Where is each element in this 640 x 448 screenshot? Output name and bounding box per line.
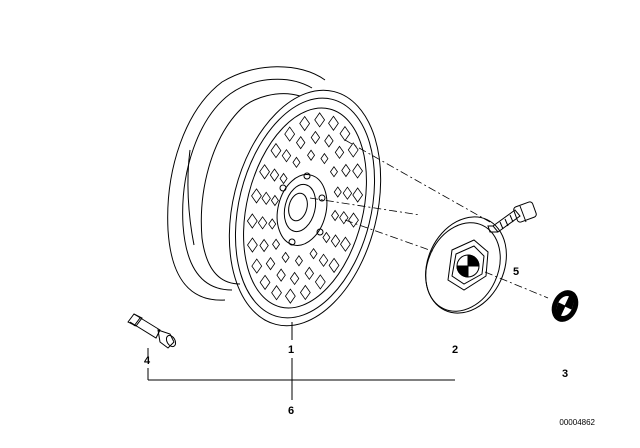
spoke-diamond: [342, 186, 353, 200]
wheel-bolt-drawing[interactable]: [487, 201, 537, 233]
spoke-diamond: [339, 210, 349, 225]
spoke-diamond: [289, 271, 300, 286]
spoke-diamond: [340, 236, 351, 252]
spoke-diamond: [347, 142, 359, 158]
spoke-diamond: [304, 266, 315, 281]
spoke-diamond: [322, 231, 331, 244]
spoke-diamond: [272, 238, 281, 250]
spoke-diamond: [328, 257, 340, 274]
spoke-diamond: [247, 237, 258, 253]
spoke-diamond: [265, 256, 276, 271]
spoke-diamond: [324, 134, 334, 148]
spoke-diamond: [309, 247, 318, 260]
spoke-diamond: [348, 212, 359, 228]
spoke-diamond: [329, 166, 338, 178]
spoke-diamond: [352, 187, 364, 203]
spoke-diamond: [259, 274, 271, 291]
emblem-drawing[interactable]: [547, 286, 582, 325]
spoke-diamond: [299, 115, 311, 132]
spoke-diamond: [318, 253, 329, 268]
spoke-diamond: [339, 125, 351, 142]
spoke-diamond: [281, 148, 292, 163]
spoke-diamond: [270, 194, 279, 207]
spoke-diamond: [352, 163, 363, 179]
label-part-1: 1: [288, 344, 294, 356]
spoke-diamond: [284, 288, 296, 304]
spoke-diamond: [341, 163, 351, 178]
label-part-4: 4: [144, 355, 151, 367]
spoke-diamond: [330, 234, 341, 248]
label-part-6: 6: [288, 405, 294, 417]
spoke-diamond: [314, 112, 326, 128]
spoke-diamond: [307, 149, 316, 161]
spoke-diamond: [284, 126, 296, 142]
spoke-diamond: [279, 172, 288, 185]
spoke-diamond: [295, 135, 306, 150]
spoke-diamond: [299, 284, 311, 301]
spoke-diamond: [276, 268, 286, 282]
spoke-diamond: [268, 218, 277, 230]
spoke-diamond: [333, 186, 342, 198]
spoke-diamond: [251, 258, 263, 274]
spoke-diamond: [271, 285, 282, 301]
catalog-number: 00004862: [559, 418, 595, 427]
spoke-diamond: [310, 130, 321, 145]
spoke-diamond: [334, 145, 345, 160]
spoke-diamond: [269, 168, 280, 182]
spoke-diamond: [314, 274, 326, 290]
hub-cap-drawing[interactable]: [410, 204, 521, 327]
spoke-diamond: [328, 115, 339, 131]
spoke-diamond: [320, 152, 329, 165]
label-part-3: 3: [562, 368, 568, 380]
rim-drawing[interactable]: [167, 66, 404, 342]
spoke-diamond: [281, 251, 290, 264]
spoke-diamond: [292, 156, 301, 169]
spoke-diamond: [331, 209, 340, 222]
leader-lines: [147, 322, 455, 400]
spoke-diamond: [259, 238, 269, 253]
label-part-2: 2: [452, 344, 458, 356]
spoke-diamond: [246, 213, 258, 229]
valve-drawing[interactable]: [127, 313, 177, 349]
spoke-diamond: [270, 142, 282, 159]
spoke-diamond: [257, 216, 268, 230]
spoke-diamond: [294, 255, 303, 267]
label-part-5: 5: [513, 266, 519, 278]
spoke-diamond: [251, 188, 262, 204]
spoke-diamond: [259, 164, 270, 180]
spoke-diamond: [261, 191, 271, 206]
assembly-lines: [309, 139, 549, 299]
